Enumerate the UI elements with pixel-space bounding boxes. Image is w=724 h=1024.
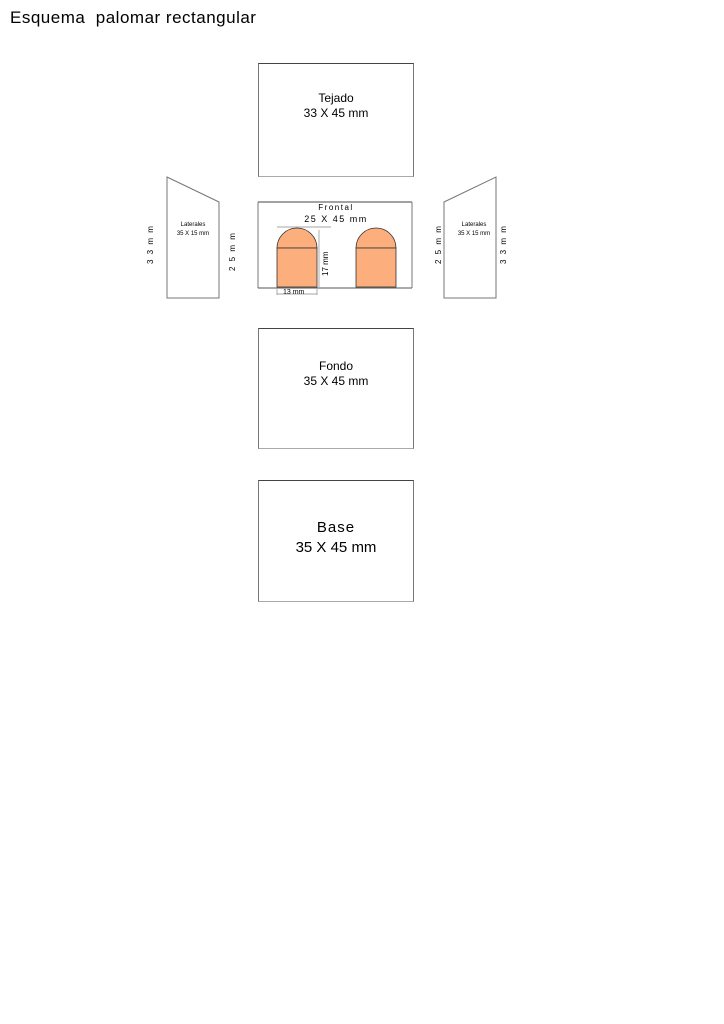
lateral-right-name: Laterales: [462, 222, 487, 228]
lateral-left-name: Laterales: [181, 222, 206, 228]
lateral-right-panel: Laterales 35 X 15 mm 2 5 m m 3 3 m m: [434, 174, 508, 300]
tejado-label: Tejado 33 X 45 mm: [259, 91, 413, 121]
door-left: [276, 227, 318, 288]
door-right: [355, 227, 397, 288]
base-name: Base: [316, 519, 356, 536]
tejado-dims: 33 X 45 mm: [303, 106, 369, 120]
fondo-dims: 35 X 45 mm: [303, 374, 369, 388]
lateral-left-tall-dim: 3 3 m m: [146, 224, 155, 264]
lateral-left-shape: Laterales 35 X 15 mm: [166, 176, 220, 299]
lateral-left-dims: 35 X 15 mm: [177, 231, 209, 237]
page-title: Esquema palomar rectangular: [10, 8, 257, 27]
lateral-right-tall-dim: 3 3 m m: [499, 224, 508, 264]
tejado-name: Tejado: [318, 91, 354, 105]
lateral-left-panel: Laterales 35 X 15 mm 3 3 m m 2 5 m m: [146, 174, 237, 300]
base-panel: Base 35 X 45 mm: [258, 480, 414, 602]
fondo-panel: Fondo 35 X 45 mm: [258, 328, 414, 449]
lateral-left-short-dim: 2 5 m m: [228, 231, 237, 271]
frontal-panel: Frontal 25 X 45 mm 17 mm 13 mm: [257, 200, 413, 300]
door-width-label: 13 mm: [283, 289, 305, 296]
fondo-name: Fondo: [318, 359, 354, 373]
door-height-label: 17 mm: [321, 251, 330, 276]
frontal-dims: 25 X 45 mm: [304, 214, 368, 224]
lateral-right-dims: 35 X 15 mm: [458, 231, 490, 237]
tejado-panel: Tejado 33 X 45 mm: [258, 63, 414, 177]
frontal-name: Frontal: [318, 203, 353, 212]
frontal-shape: Frontal 25 X 45 mm 17 mm 13 mm: [257, 201, 413, 296]
fondo-label: Fondo 35 X 45 mm: [259, 359, 413, 389]
lateral-right-short-dim: 2 5 m m: [434, 224, 443, 264]
base-dims: 35 X 45 mm: [295, 539, 377, 556]
lateral-right-shape: Laterales 35 X 15 mm: [443, 176, 497, 299]
base-label: Base 35 X 45 mm: [259, 518, 413, 558]
